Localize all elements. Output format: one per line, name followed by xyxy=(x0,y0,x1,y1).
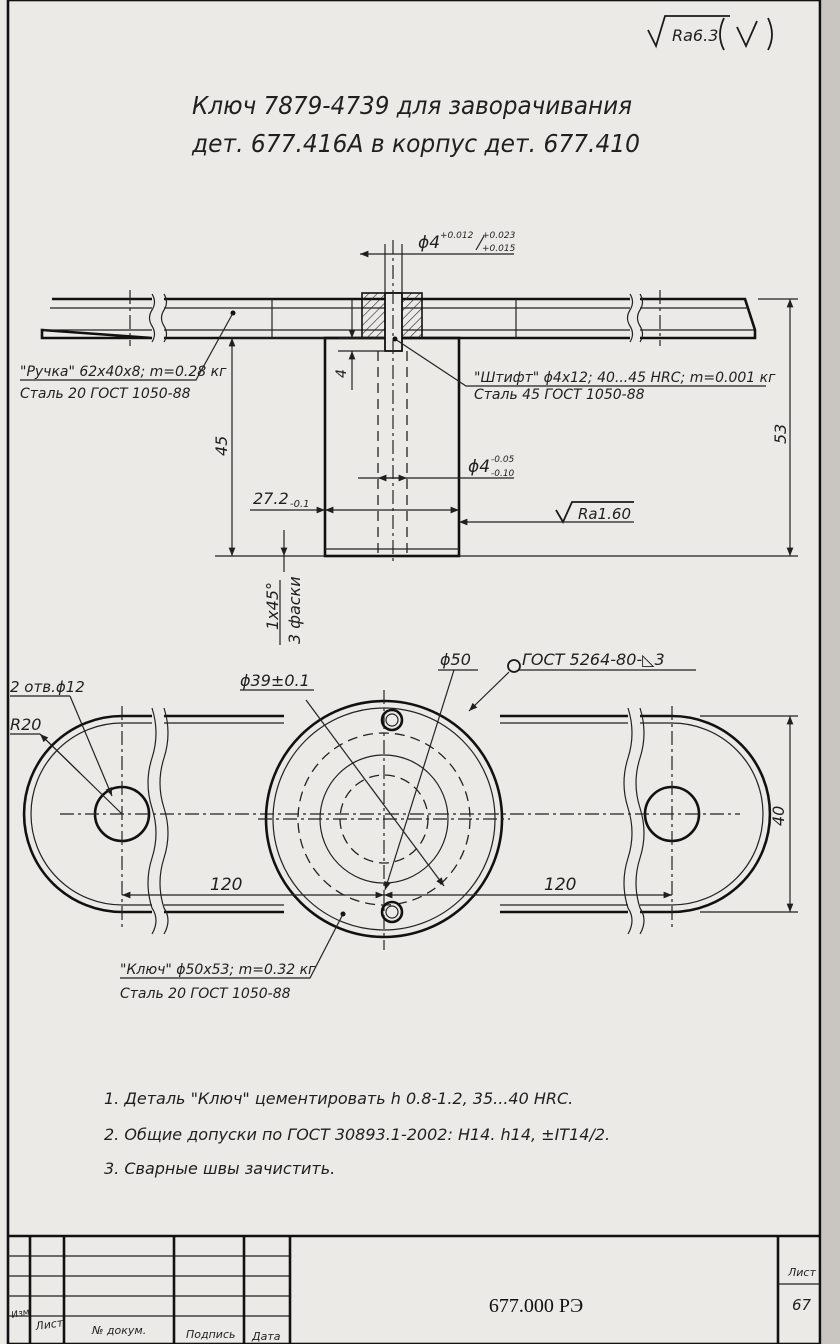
col-izm: Изм xyxy=(11,1307,31,1321)
top-view: ϕ39±0.1 ϕ50 ГОСТ 5264-80-◺3 2 отв.ϕ12 R2… xyxy=(10,650,798,1002)
chamfer-line-1: 1x45° xyxy=(263,582,282,630)
roughness-bore: Ra1.60 xyxy=(578,505,631,523)
col-sign: Подпись xyxy=(186,1328,235,1341)
front-view: ϕ4 +0.012 +0.023 +0.015 4 "Ручка" 62x40x… xyxy=(20,231,798,645)
circle-39-label: ϕ39±0.1 xyxy=(240,671,310,690)
title-line-1: Ключ 7879-4739 для заворачивания xyxy=(192,91,632,120)
holes-label: 2 отв.ϕ12 xyxy=(10,678,85,696)
dim-4: 4 xyxy=(334,369,350,378)
dim-45: 45 xyxy=(212,436,231,456)
circle-50-label: ϕ50 xyxy=(440,650,471,669)
hole-tol-symbol: ϕ4 xyxy=(468,457,490,477)
dim-53: 53 xyxy=(771,424,790,444)
pin-label-line-1: "Штифт" ϕ4x12; 40...45 HRC; m=0.001 кг xyxy=(474,370,776,386)
sheet-label: Лист xyxy=(787,1266,816,1279)
length-left-label: 120 xyxy=(210,875,242,895)
dim-27-tol: -0.1 xyxy=(290,499,310,510)
pin-tolerance-symbol: ϕ4 xyxy=(418,233,440,253)
title-line-2: дет. 677.416А в корпус дет. 677.410 xyxy=(191,129,640,158)
radius-label: R20 xyxy=(10,715,41,734)
pin-tolerance-fit-lower: +0.015 xyxy=(482,244,516,254)
pin-tolerance-fit-upper: +0.023 xyxy=(482,231,516,241)
dim-27-value: 27.2 xyxy=(253,489,289,508)
length-right-label: 120 xyxy=(544,875,576,895)
key-label-line-2: Сталь 20 ГОСТ 1050-88 xyxy=(120,986,291,1002)
note-2: 2. Общие допуски по ГОСТ 30893.1-2002: H… xyxy=(104,1125,610,1144)
note-1: 1. Деталь "Ключ" цементировать h 0.8-1.2… xyxy=(104,1089,573,1108)
weld-all-around-icon xyxy=(507,659,521,673)
hole-tol-upper: -0.05 xyxy=(491,455,515,465)
col-doc: № докум. xyxy=(91,1324,146,1337)
pin-tolerance-upper: +0.012 xyxy=(440,231,474,241)
break-line xyxy=(148,293,156,343)
handle-label-line-1: "Ручка" 62x40x8; m=0.28 кг xyxy=(20,364,227,380)
title-block: Изм Лист № докум. Подпись Дата 677.000 Р… xyxy=(8,1234,820,1344)
chamfer-line-2: 3 фаски xyxy=(285,576,304,644)
roughness-general-value: Ra6.3 xyxy=(672,26,718,45)
technical-notes: 1. Деталь "Ключ" цементировать h 0.8-1.2… xyxy=(104,1089,610,1178)
handle-outline xyxy=(22,714,772,914)
drawing-frame xyxy=(6,0,822,1344)
doc-code: 677.000 РЭ xyxy=(489,1295,583,1317)
roughness-general-mark: Ra6.3 xyxy=(647,15,773,51)
col-list: Лист xyxy=(34,1316,65,1333)
sheet-number: 67 xyxy=(792,1296,812,1314)
key-label-line-1: "Ключ" ϕ50x53; m=0.32 кг xyxy=(120,962,316,978)
note-3: 3. Сварные швы зачистить. xyxy=(104,1159,335,1178)
hole-tol-lower: -0.10 xyxy=(491,469,515,479)
width-label: 40 xyxy=(769,806,788,826)
right-margin-shadow xyxy=(822,0,840,1344)
col-date: Дата xyxy=(251,1330,281,1343)
pin-hole-top xyxy=(380,708,404,732)
handle-label-line-2: Сталь 20 ГОСТ 1050-88 xyxy=(20,386,191,402)
weld-label: ГОСТ 5264-80-◺3 xyxy=(522,650,665,669)
pin-hole-bottom xyxy=(380,900,404,924)
pin-label-line-2: Сталь 45 ГОСТ 1050-88 xyxy=(474,387,645,403)
